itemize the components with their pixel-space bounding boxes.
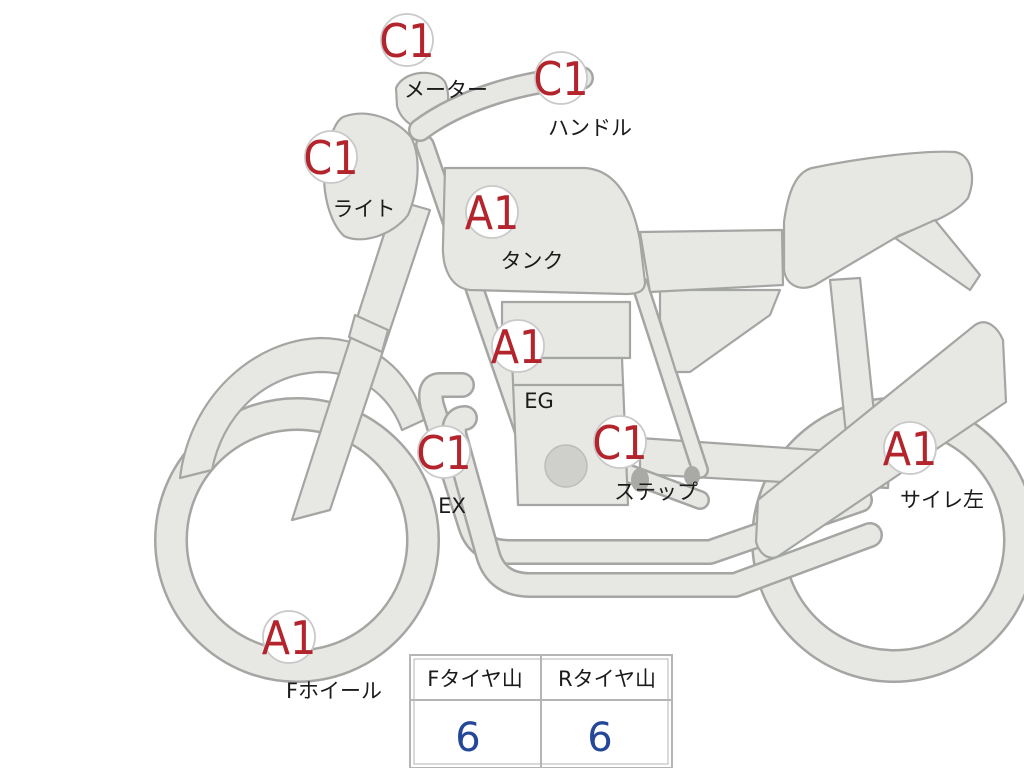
grade-marker-handle: C1 xyxy=(533,51,589,106)
grade-text: A1 xyxy=(491,320,546,374)
grade-text: C1 xyxy=(533,52,588,106)
front-wheel xyxy=(154,397,440,683)
rear-tire-value: 6 xyxy=(587,715,612,761)
grade-marker-engine: A1 xyxy=(491,319,546,374)
grade-text: C1 xyxy=(416,426,471,480)
side-cover xyxy=(658,288,782,374)
label-engine: EG xyxy=(524,389,554,413)
grade-marker-tank: A1 xyxy=(465,185,520,240)
exhaust-pipes xyxy=(418,372,883,598)
grade-text: C1 xyxy=(379,14,434,68)
grade-text: C1 xyxy=(592,416,647,470)
label-handle: ハンドル xyxy=(548,116,632,140)
label-silencer-left: サイレ左 xyxy=(900,488,984,512)
grade-marker-light: C1 xyxy=(303,130,359,185)
grade-marker-step: C1 xyxy=(592,415,648,470)
grade-marker-front-wheel: A1 xyxy=(262,610,317,665)
grade-text: A1 xyxy=(465,186,520,240)
foot-pegs xyxy=(631,466,700,492)
front-tire-value: 6 xyxy=(455,715,480,761)
seat xyxy=(638,150,982,294)
grade-marker-silencer-left: A1 xyxy=(883,421,938,476)
label-step: ステップ xyxy=(614,480,698,504)
label-light: ライト xyxy=(333,197,396,221)
front-tire-header: Fタイヤ山 xyxy=(427,667,522,691)
label-tank: タンク xyxy=(501,249,564,273)
grade-text: A1 xyxy=(262,611,317,665)
grade-text: A1 xyxy=(883,422,938,476)
label-meter: メーター xyxy=(404,78,488,102)
tire-tread-table: Fタイヤ山 Rタイヤ山 6 6 xyxy=(409,654,673,768)
grade-marker-meter: C1 xyxy=(379,13,435,68)
front-fork xyxy=(290,198,432,522)
rear-tire-header: Rタイヤ山 xyxy=(558,667,656,691)
silencer xyxy=(754,321,1008,559)
label-front-wheel: Fホイール xyxy=(286,679,382,703)
grade-text: C1 xyxy=(303,131,358,185)
label-exhaust: EX xyxy=(438,494,466,518)
grade-marker-exhaust: C1 xyxy=(416,425,472,480)
